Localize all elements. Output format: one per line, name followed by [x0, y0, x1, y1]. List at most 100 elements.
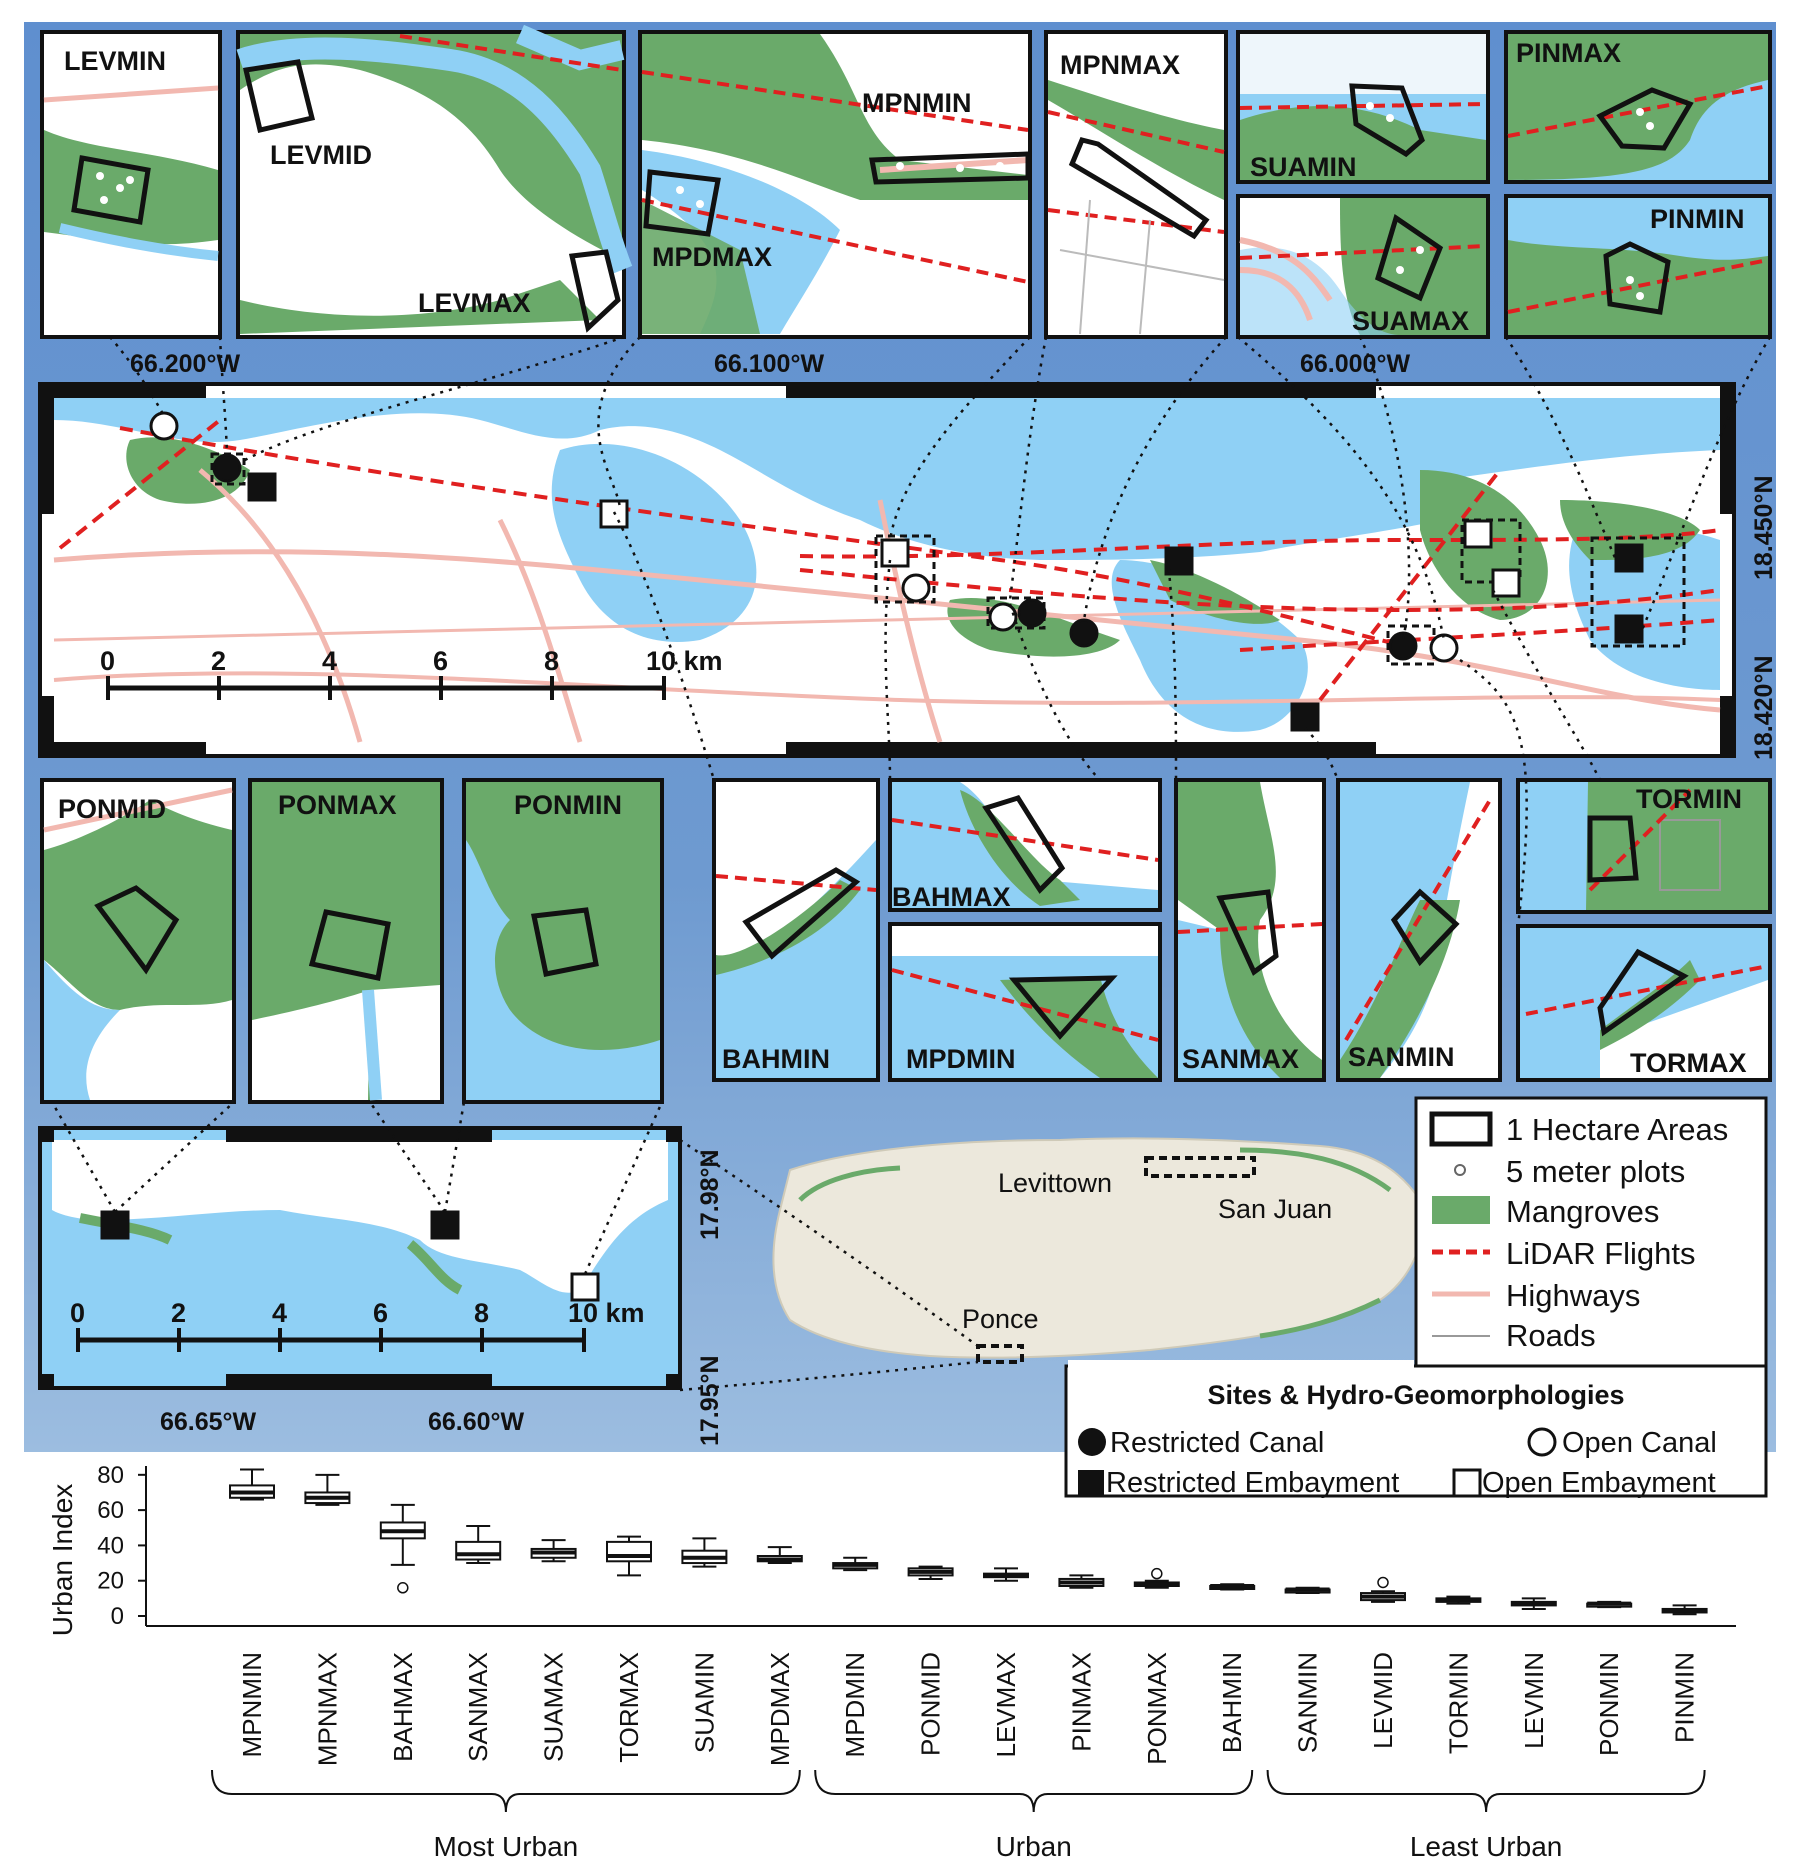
x-tick-label: PONMIN	[1594, 1652, 1624, 1756]
plot-dot	[1396, 266, 1404, 274]
scale-tick: 4	[272, 1298, 287, 1328]
box-mpdmax	[756, 1546, 803, 1565]
plot-dot	[276, 96, 284, 104]
place-label: Levittown	[998, 1168, 1112, 1198]
group-bracket	[211, 1769, 801, 1813]
y-tick-label: 40	[97, 1532, 124, 1559]
x-tick-label: SANMIN	[1293, 1652, 1323, 1753]
scale-tick: 0	[70, 1298, 85, 1328]
plot-dot	[676, 186, 684, 194]
plot-dot	[258, 80, 266, 88]
inset-label: BAHMAX	[892, 882, 1011, 912]
plot-dot	[1386, 114, 1394, 122]
y-tick-label: 60	[97, 1497, 124, 1524]
inset-ponmax: PONMAX	[248, 778, 444, 1104]
lon-label: 66.100°W	[714, 350, 824, 378]
scale-bar: 0 2 4 6 8 10 km	[100, 646, 723, 700]
x-tick-label: PINMAX	[1066, 1652, 1096, 1752]
group-bracket	[1266, 1769, 1706, 1813]
legend-site-label: Restricted Embayment	[1106, 1467, 1399, 1499]
y-tick-label: 20	[97, 1568, 124, 1595]
x-tick-label: TORMIN	[1443, 1652, 1473, 1754]
inset-label: BAHMIN	[722, 1044, 830, 1074]
inset-label: PINMAX	[1516, 38, 1621, 68]
legend-label: 1 Hectare Areas	[1506, 1112, 1728, 1147]
box-tormin	[1435, 1595, 1482, 1605]
x-tick-label: MPDMIN	[840, 1652, 870, 1757]
outlier-point	[1151, 1567, 1163, 1580]
box-levmin	[1510, 1597, 1557, 1610]
inset-label: SANMAX	[1182, 1044, 1299, 1074]
box-iqr	[606, 1540, 652, 1563]
main-map: 0 2 4 6 8 10 km	[38, 382, 1736, 758]
box-suamax	[530, 1539, 577, 1563]
lat-label: 18.420°N	[1750, 655, 1778, 760]
box-bahmax	[379, 1503, 426, 1594]
x-tick-label: LEVMAX	[991, 1652, 1021, 1758]
plot-dot	[1416, 246, 1424, 254]
inset-label: MPNMIN	[862, 88, 972, 118]
x-tick-label: PONMID	[916, 1652, 946, 1756]
legend-label: Mangroves	[1506, 1194, 1659, 1229]
plot-dot	[1366, 102, 1374, 110]
inset-ponmid: PONMID	[40, 778, 236, 1104]
plot-dot	[896, 162, 904, 170]
plot-dot	[126, 176, 134, 184]
plot-dot	[100, 196, 108, 204]
plot-dot	[1646, 122, 1654, 130]
group-label: Most Urban	[434, 1831, 579, 1862]
scale-tick: 6	[433, 646, 448, 676]
scale-tick: 2	[171, 1298, 186, 1328]
outlier-point	[1377, 1576, 1389, 1589]
plot-dot	[1626, 276, 1634, 284]
x-tick-label: SANMAX	[463, 1652, 493, 1762]
inset-sanmax: SANMAX	[1174, 778, 1326, 1082]
inset-label: MPDMIN	[906, 1044, 1016, 1074]
box-mpdmin	[832, 1556, 879, 1572]
plot-dot	[696, 200, 704, 208]
plot-dot	[596, 292, 604, 300]
lat-label: 18.450°N	[1750, 475, 1778, 580]
inset-suamin: SUAMIN	[1236, 30, 1490, 184]
inset-label: LEVMID	[270, 140, 372, 170]
box-ponmid	[907, 1565, 954, 1580]
box-levmid	[1360, 1576, 1406, 1603]
open-embayment-icon	[1452, 1468, 1482, 1498]
y-tick-label: 0	[111, 1603, 124, 1630]
inset-bahmin: BAHMIN	[712, 778, 880, 1082]
box-sanmin	[1284, 1586, 1331, 1595]
lon-label: 66.200°W	[130, 350, 240, 378]
x-tick-label: TORMAX	[614, 1652, 644, 1763]
legend-site-label: Restricted Canal	[1110, 1427, 1324, 1459]
x-tick-label: BAHMIN	[1217, 1652, 1247, 1753]
open-canal-icon	[1527, 1427, 1557, 1457]
lon-label: 66.60°W	[428, 1408, 525, 1436]
x-tick-label: SUAMIN	[689, 1652, 719, 1753]
plot-dot	[116, 184, 124, 192]
x-tick-label: PONMAX	[1142, 1652, 1172, 1765]
box-pinmin	[1661, 1604, 1708, 1616]
plot-dot	[956, 164, 964, 172]
scale-tick: 10 km	[646, 646, 723, 676]
inset-label: SUAMIN	[1250, 152, 1357, 182]
place-label: San Juan	[1218, 1194, 1332, 1224]
inset-sanmin: SANMIN	[1336, 778, 1502, 1082]
plot-dot	[1136, 186, 1144, 194]
box-suamin	[681, 1537, 728, 1568]
box-iqr	[455, 1540, 502, 1561]
y-tick-label: 80	[97, 1462, 124, 1489]
box-sanmax	[455, 1525, 502, 1565]
scale-tick: 0	[100, 646, 115, 676]
legend-sites-title: Sites & Hydro-Geomorphologies	[1207, 1380, 1624, 1410]
puerto-rico-island: Levittown San Juan Ponce	[772, 1137, 1424, 1364]
lat-label: 17.95°N	[696, 1355, 724, 1446]
inset-label: PONMIN	[514, 790, 622, 820]
lat-label: 17.98°N	[696, 1149, 724, 1240]
lon-label: 66.65°W	[160, 1408, 257, 1436]
plot-dot	[1156, 204, 1164, 212]
inset-pinmin: PINMIN	[1504, 194, 1772, 339]
lon-label: 66.000°W	[1300, 350, 1410, 378]
inset-label: SUAMAX	[1352, 306, 1469, 336]
legend-label: 5 meter plots	[1506, 1154, 1685, 1189]
